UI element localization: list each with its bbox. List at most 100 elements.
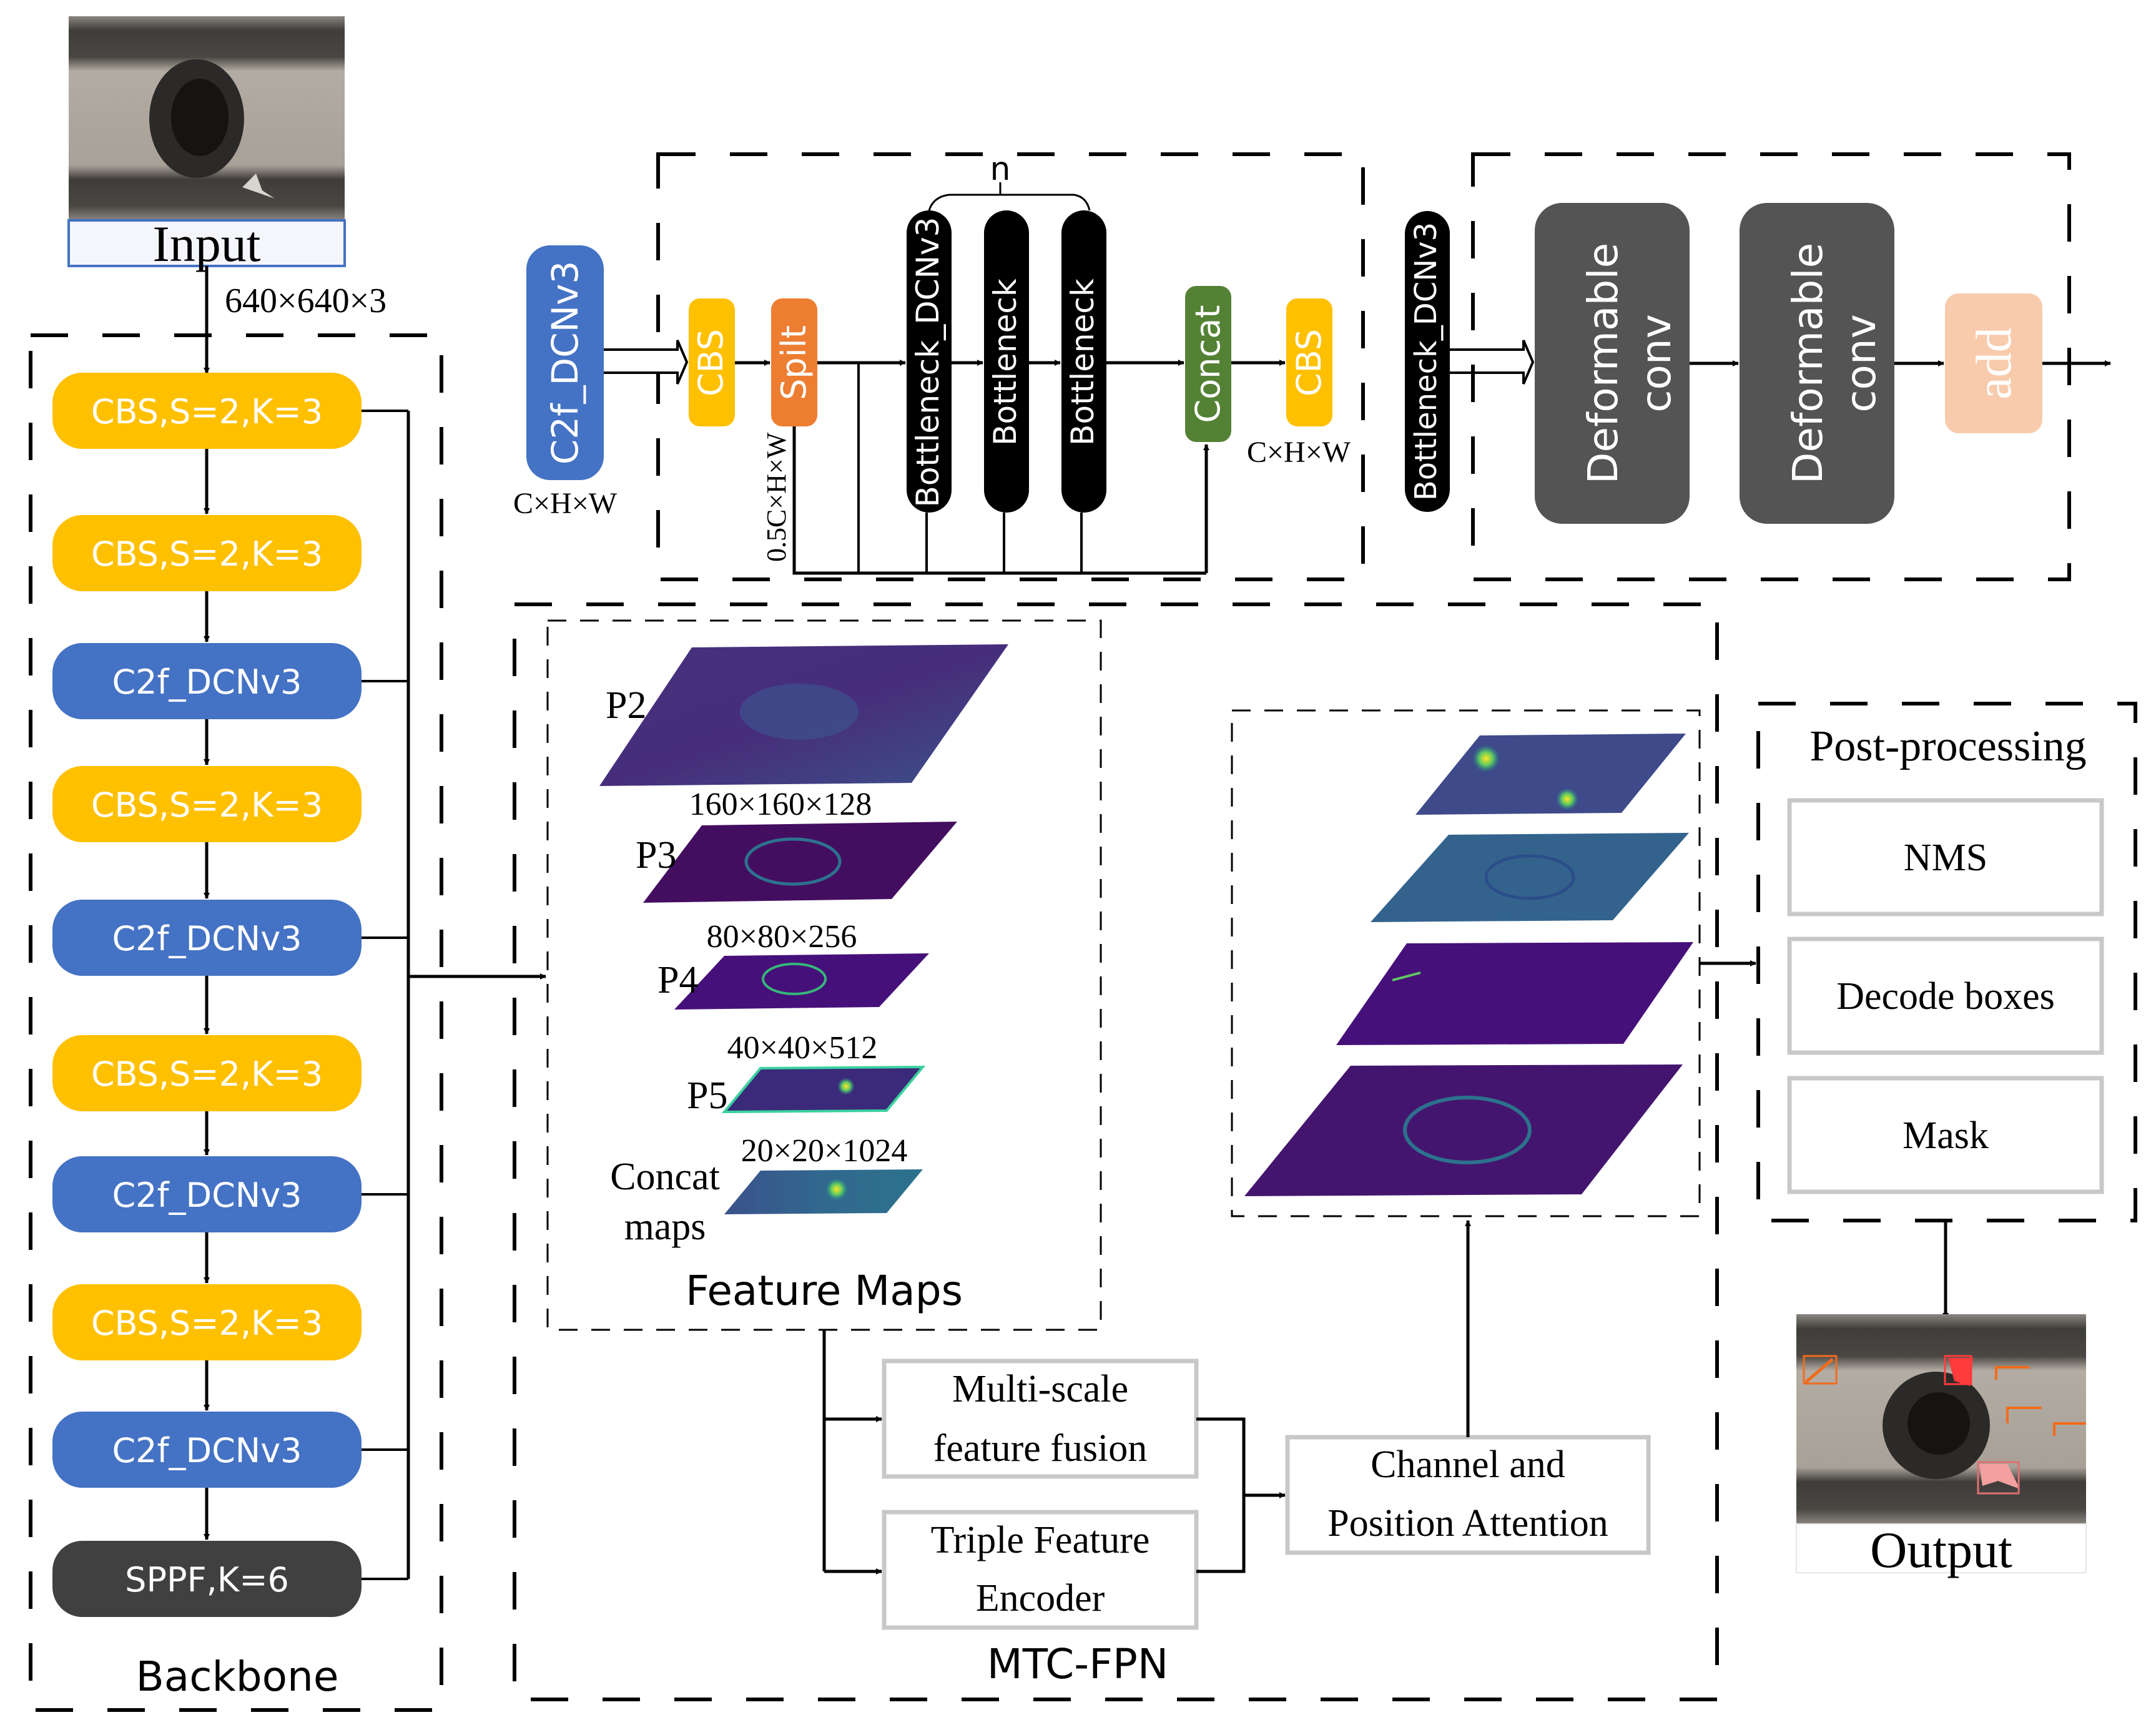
c2f-skip-bus — [792, 426, 1206, 575]
input-image-defect — [242, 174, 275, 199]
decode-boxes-box — [1787, 936, 2104, 1055]
c2f-cbs-in-block — [689, 298, 735, 426]
feature-map-p5 — [721, 1065, 926, 1114]
attention-map-1-hot-b — [1556, 788, 1578, 810]
input-label-box — [67, 219, 346, 267]
c2f-detail-panel: C2f_DCNv3 C×H×W CBS Spilt 0.5C×H×W Bottl… — [513, 150, 1365, 581]
c2f-source-dims: C×H×W — [513, 487, 618, 520]
mtc-fpn-dashed-border — [513, 602, 1719, 1701]
feature-map-p3-name: P3 — [636, 834, 676, 877]
attention-line2: Position Attention — [1327, 1502, 1608, 1545]
backbone-block-9-label: C2f_DCNv3 — [112, 1431, 302, 1470]
bottleneck-source-label: Bottleneck_DCNv3 — [1409, 222, 1444, 501]
output-detection-box-5 — [2006, 1407, 2042, 1423]
c2f-hollow-arrow — [604, 340, 689, 385]
feature-map-p4-dims: 40×40×512 — [727, 1030, 878, 1066]
attention-line1: Channel and — [1371, 1443, 1565, 1486]
input-image-hole-inner — [171, 79, 229, 156]
mtc-fpn-panel: MTC-FPN Feature Maps P2 160×160×128 P3 8… — [513, 602, 1756, 1701]
triple-line1: Triple Feature — [931, 1519, 1150, 1561]
backbone-block-6-label: CBS,S=2,K=3 — [91, 1054, 323, 1094]
post-processing-panel: Post-processing NMS Decode boxes Mask — [1756, 702, 2137, 1319]
post-processing-title: Post-processing — [1809, 722, 2086, 770]
feature-map-p5-hot — [837, 1078, 855, 1095]
input-label: Input — [152, 215, 260, 272]
attention-map-3-streak — [1392, 971, 1421, 981]
c2f-out-dims: C×H×W — [1247, 436, 1351, 469]
channel-position-attention-box — [1285, 1435, 1651, 1555]
backbone-block-1 — [52, 373, 362, 449]
feature-map-p4-ring — [762, 963, 827, 995]
backbone-block-5-label: C2f_DCNv3 — [112, 919, 302, 958]
feature-map-concat-name-2: maps — [624, 1206, 706, 1248]
backbone-block-5 — [52, 900, 362, 976]
output-detection-box-1 — [1803, 1355, 1838, 1385]
c2f-cbs-out-label: CBS — [1289, 329, 1329, 396]
backbone-block-1-label: CBS,S=2,K=3 — [91, 392, 323, 431]
bottleneck-hollow-arrow — [1450, 340, 1535, 385]
repeat-brace — [928, 194, 1091, 211]
c2f-source-block — [526, 245, 604, 480]
backbone-block-7 — [52, 1156, 362, 1232]
c2f-bottleneck-3 — [1061, 210, 1106, 513]
feature-map-p3-ring — [744, 837, 842, 886]
nms-box — [1787, 798, 2104, 917]
add-block — [1945, 293, 2042, 433]
output-label: Output — [1870, 1521, 2012, 1578]
backbone-block-8 — [52, 1284, 362, 1360]
output-detection-box-4 — [1995, 1366, 2029, 1380]
attention-map-2-ring — [1484, 854, 1575, 900]
deform-conv-1 — [1535, 203, 1690, 524]
c2f-bottleneck-2 — [984, 210, 1029, 513]
multi-scale-line2: feature fusion — [933, 1427, 1148, 1470]
merge-line — [1196, 1417, 1246, 1573]
backbone-block-9 — [52, 1412, 362, 1488]
bottleneck-source-block — [1405, 211, 1450, 512]
multi-scale-line1: Multi-scale — [952, 1368, 1128, 1410]
backbone-block-2-label: CBS,S=2,K=3 — [91, 534, 323, 574]
c2f-cbs-in-label: CBS — [691, 329, 731, 396]
feature-map-p5-name: P5 — [687, 1074, 727, 1117]
triple-line2: Encoder — [976, 1577, 1105, 1619]
input-dims: 640×640×3 — [225, 282, 386, 320]
feature-map-p2-ring — [740, 684, 859, 740]
c2f-bottleneck-dcn-label: Bottleneck_DCNv3 — [910, 217, 946, 508]
backbone-dashed-border — [29, 333, 443, 1712]
backbone-block-6 — [52, 1035, 362, 1111]
attention-map-1 — [1415, 734, 1686, 815]
c2f-concat-block — [1185, 286, 1231, 442]
output-detection-box-3 — [1977, 1461, 2020, 1495]
decode-boxes-label: Decode boxes — [1836, 975, 2054, 1018]
feature-map-p5-dims: 20×20×1024 — [741, 1133, 908, 1169]
output-image-hole-inner — [1907, 1392, 1970, 1455]
backbone-panel: CBS,S=2,K=3CBS,S=2,K=3C2f_DCNv3CBS,S=2,K… — [29, 333, 546, 1712]
backbone-block-7-label: C2f_DCNv3 — [112, 1176, 302, 1215]
add-label: add — [1967, 327, 2022, 400]
deform-conv-2 — [1740, 203, 1894, 524]
multi-scale-fusion-box — [882, 1359, 1199, 1479]
backbone-block-3-label: C2f_DCNv3 — [112, 662, 302, 702]
attention-map-4-ring — [1403, 1096, 1532, 1164]
output-label-box — [1796, 1523, 2087, 1573]
mask-box — [1787, 1076, 2104, 1194]
feature-map-p3 — [643, 822, 957, 903]
attention-map-2 — [1371, 833, 1689, 922]
output-mask-pink — [1979, 1464, 2020, 1489]
backbone-block-10-label: SPPF,K=6 — [125, 1560, 289, 1600]
attention-map-3 — [1336, 942, 1693, 1045]
feature-maps-title: Feature Maps — [686, 1267, 963, 1315]
backbone-title: Backbone — [136, 1653, 339, 1701]
feature-map-p4-name: P4 — [657, 959, 698, 1001]
feature-map-concat-name-1: Concat — [610, 1156, 720, 1198]
feature-map-concat-hot — [825, 1178, 848, 1201]
output-detection-streak — [1804, 1358, 1834, 1383]
backbone-block-3 — [52, 643, 362, 719]
c2f-concat-label: Concat — [1188, 305, 1228, 423]
backbone-block-10 — [52, 1541, 362, 1617]
input-panel: Input 640×640×3 — [67, 16, 386, 374]
feature-map-p4 — [674, 953, 929, 1010]
c2f-bottleneck-3-label: Bottleneck — [1065, 278, 1101, 446]
c2f-split-label: Spilt — [774, 325, 814, 400]
